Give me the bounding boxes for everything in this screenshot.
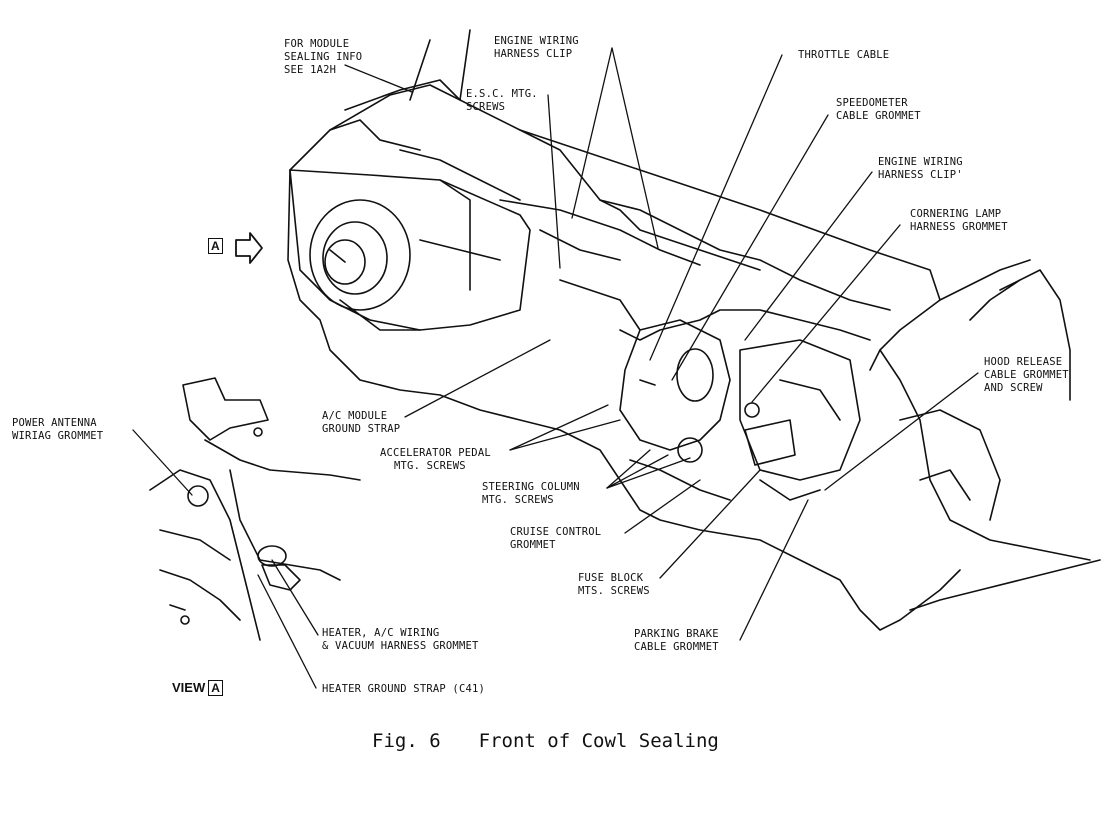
callout-heater-ground-strap: HEATER GROUND STRAP (C41): [322, 683, 486, 695]
callout-esc-mtg-screws: E.S.C. MTG.SCREWS: [466, 88, 538, 113]
callout-heater-ac-wiring-vacuum-harness-grommet: HEATER, A/C WIRING& VACUUM HARNESS GROMM…: [322, 627, 479, 652]
leader-lines: [132, 47, 979, 689]
figure-title: Front of Cowl Sealing: [478, 730, 719, 752]
view-a-label-letter: A: [208, 680, 223, 696]
figure-number: Fig. 6: [372, 730, 441, 752]
fender-right: [899, 269, 1071, 521]
view-a-marker-letter: A: [208, 238, 223, 254]
figure-caption: Fig. 6 Front of Cowl Sealing: [372, 730, 719, 752]
heater-module: [289, 149, 531, 331]
dash-panel: [619, 319, 861, 501]
view-a-arrow: [235, 232, 263, 264]
view-a-marker: A: [208, 238, 223, 254]
view-a-inset: [149, 377, 361, 641]
view-a-label-text: VIEW: [172, 680, 206, 695]
callout-throttle-cable: THROTTLE CABLE: [798, 49, 890, 61]
cowl-panel-outline: [287, 29, 1101, 631]
